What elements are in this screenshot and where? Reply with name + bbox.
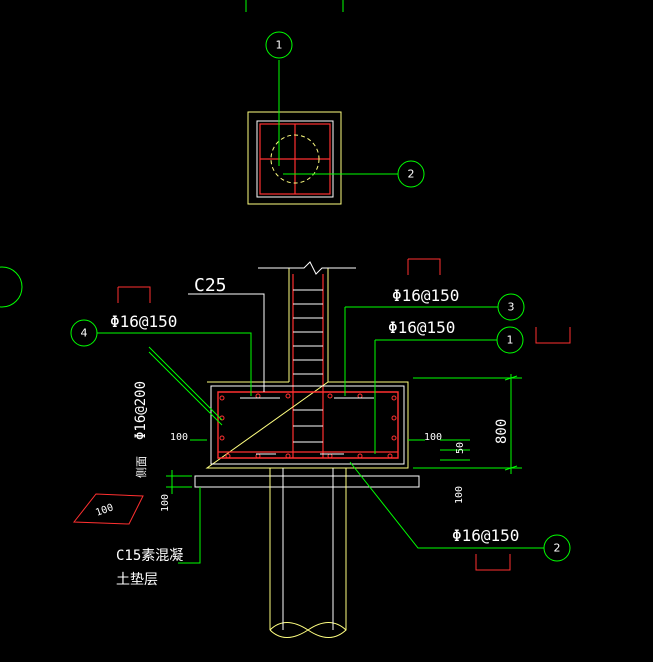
column-outline bbox=[288, 268, 329, 382]
hatch-label: 100 bbox=[94, 502, 115, 519]
plan-outline bbox=[247, 111, 342, 205]
section-callout-2-circle bbox=[543, 534, 571, 562]
left-partial-callout-circle bbox=[0, 266, 23, 308]
section-callout-3-circle bbox=[497, 293, 525, 321]
cushion-layer bbox=[194, 475, 420, 488]
plan-callout-2-label: 2 bbox=[408, 168, 415, 181]
dim-cushion-left: 100 bbox=[160, 494, 171, 512]
rebar-label-top-left: Φ16@150 bbox=[110, 312, 177, 331]
dim-left-cover: 100 bbox=[170, 432, 188, 443]
plan-pile-circle bbox=[270, 134, 320, 184]
hatch-box bbox=[72, 493, 144, 525]
rebar-label-top-right-lower: Φ16@150 bbox=[388, 318, 455, 337]
cushion-label-line2: 土垫层 bbox=[116, 572, 158, 588]
plan-view: 1 2 bbox=[247, 31, 425, 205]
section-callout-1-circle bbox=[496, 326, 524, 354]
cap-rebar-cage bbox=[217, 391, 399, 459]
section-callout-4-label: 4 bbox=[81, 327, 88, 340]
rebar-label-bottom: Φ16@150 bbox=[452, 526, 519, 545]
pile-cap-outline bbox=[205, 381, 409, 469]
rebar-label-side-vertical: Φ16@200 bbox=[133, 381, 149, 440]
dimension-lines bbox=[166, 374, 518, 494]
section-marks bbox=[117, 258, 571, 571]
plan-inner bbox=[256, 120, 334, 198]
side-note-label: 侧面 bbox=[135, 456, 148, 478]
cushion-label-line1: C15素混凝 bbox=[116, 548, 183, 564]
pile-break bbox=[269, 622, 347, 638]
column-stirrups bbox=[293, 289, 323, 443]
plan-callout-1-label: 1 bbox=[276, 39, 283, 52]
concrete-grade-label: C25 bbox=[194, 275, 227, 296]
section-view bbox=[72, 258, 571, 638]
dim-height: 800 bbox=[494, 419, 510, 444]
section-callout-1-label: 1 bbox=[507, 334, 514, 347]
leader-lines bbox=[97, 306, 544, 564]
pile-outline bbox=[269, 468, 347, 630]
top-edge-ticks bbox=[245, 0, 344, 12]
section-callout-2-label: 2 bbox=[554, 542, 561, 555]
section-callout-3-label: 3 bbox=[508, 301, 515, 314]
dim-top-cover: 50 bbox=[455, 442, 466, 454]
section-callout-4-circle bbox=[70, 319, 98, 347]
plan-callout-2-circle bbox=[397, 160, 425, 188]
cap-stirrup-hooks bbox=[240, 397, 374, 455]
column-break-line bbox=[258, 261, 356, 275]
dim-cushion-right: 100 bbox=[454, 486, 465, 504]
pile-cap-inner bbox=[210, 385, 405, 465]
c25-leader bbox=[188, 293, 265, 392]
rebar-label-top-right-upper: Φ16@150 bbox=[392, 286, 459, 305]
dim-right-cover: 100 bbox=[424, 432, 442, 443]
plan-callout-1-circle bbox=[265, 31, 293, 59]
